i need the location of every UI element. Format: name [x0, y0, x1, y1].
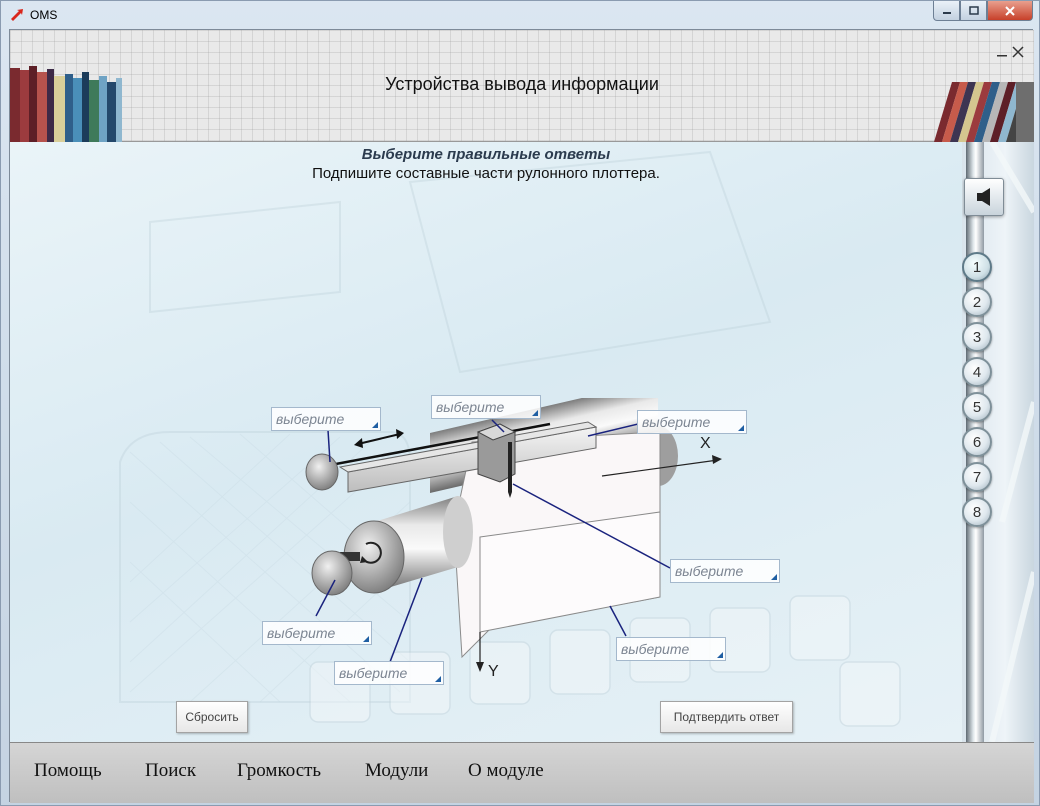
minimize-icon	[942, 11, 951, 14]
app-logo-icon	[11, 9, 23, 21]
bottom-menu: Помощь Поиск Громкость Модули О модуле	[10, 742, 1034, 803]
menu-search[interactable]: Поиск	[145, 760, 197, 781]
leader-line-roller	[389, 577, 423, 663]
rail-decoration-icon	[989, 142, 1034, 742]
menu-help[interactable]: Помощь	[34, 760, 102, 781]
leader-line-paper	[609, 605, 627, 637]
select-value: выберите	[276, 411, 345, 427]
menu-about-module[interactable]: О модуле	[468, 760, 544, 781]
menu-modules[interactable]: Модули	[365, 760, 429, 781]
confirm-answer-button[interactable]: Подтвердить ответ	[660, 701, 793, 733]
leader-line-motor-bottom	[315, 579, 336, 617]
menu-volume[interactable]: Громкость	[237, 760, 322, 781]
leader-line-pen-head	[491, 419, 505, 433]
select-value: выберите	[267, 625, 336, 641]
roll-plotter-diagram: X Y	[305, 398, 722, 680]
page-button-2[interactable]: 2	[962, 287, 992, 317]
leader-line-pen	[512, 483, 671, 569]
navigation-rail: 1 2 3 4 5 6 7 8	[962, 142, 1034, 742]
dropdown-arrow-icon	[532, 410, 538, 416]
answer-select-motor-top[interactable]: выберите	[271, 407, 381, 431]
answer-select-roller[interactable]: выберите	[334, 661, 444, 685]
close-button[interactable]	[987, 1, 1033, 21]
question-area: Выберите правильные ответы Подпишите сос…	[10, 142, 962, 742]
answer-select-motor-bottom[interactable]: выберите	[262, 621, 372, 645]
page-title: Устройства вывода информации	[385, 74, 659, 94]
inner-minimize-icon[interactable]	[996, 46, 1008, 58]
question-text: Подпишите составные части рулонного плот…	[312, 165, 660, 182]
question-heading: Выберите правильные ответы	[361, 146, 611, 163]
title-bar[interactable]: OMS	[1, 1, 1040, 29]
select-value: выберите	[339, 665, 408, 681]
leader-line-guide-rail	[587, 423, 639, 437]
reset-button[interactable]: Сбросить	[176, 701, 248, 733]
dropdown-arrow-icon	[363, 636, 369, 642]
header: Устройства вывода информации	[10, 30, 1034, 142]
select-value: выберите	[675, 563, 744, 579]
books-left-icon	[10, 66, 122, 142]
app-window: Устройства вывода информации	[9, 29, 1034, 803]
select-value: выберите	[642, 414, 711, 430]
leader-line-motor-top	[327, 429, 331, 463]
app-title: OMS	[30, 8, 58, 22]
page-button-1[interactable]: 1	[962, 252, 992, 282]
axis-y-label: Y	[488, 663, 499, 680]
maximize-icon	[968, 6, 979, 15]
speaker-icon	[977, 188, 990, 206]
select-value: выберите	[436, 399, 505, 415]
sound-button[interactable]	[964, 178, 1004, 216]
axis-x-label: X	[700, 435, 711, 452]
answer-select-pen-head[interactable]: выберите	[431, 395, 541, 419]
inner-close-icon[interactable]	[1012, 46, 1024, 58]
page-button-4[interactable]: 4	[962, 357, 992, 387]
answer-select-paper[interactable]: выберите	[616, 637, 726, 661]
books-right-icon	[934, 82, 1034, 142]
select-value: выберите	[621, 641, 690, 657]
page-button-3[interactable]: 3	[962, 322, 992, 352]
dropdown-arrow-icon	[771, 574, 777, 580]
page-button-8[interactable]: 8	[962, 497, 992, 527]
dropdown-arrow-icon	[435, 676, 441, 682]
page-button-7[interactable]: 7	[962, 462, 992, 492]
minimize-button[interactable]	[933, 1, 960, 21]
maximize-button[interactable]	[960, 1, 987, 21]
page-button-5[interactable]: 5	[962, 392, 992, 422]
dropdown-arrow-icon	[372, 422, 378, 428]
window-controls	[933, 1, 1033, 21]
close-icon	[1005, 5, 1015, 16]
page-button-6[interactable]: 6	[962, 427, 992, 457]
dropdown-arrow-icon	[738, 425, 744, 431]
dropdown-arrow-icon	[717, 652, 723, 658]
answer-select-pen[interactable]: выберите	[670, 559, 780, 583]
answer-select-guide-rail[interactable]: выберите	[637, 410, 747, 434]
